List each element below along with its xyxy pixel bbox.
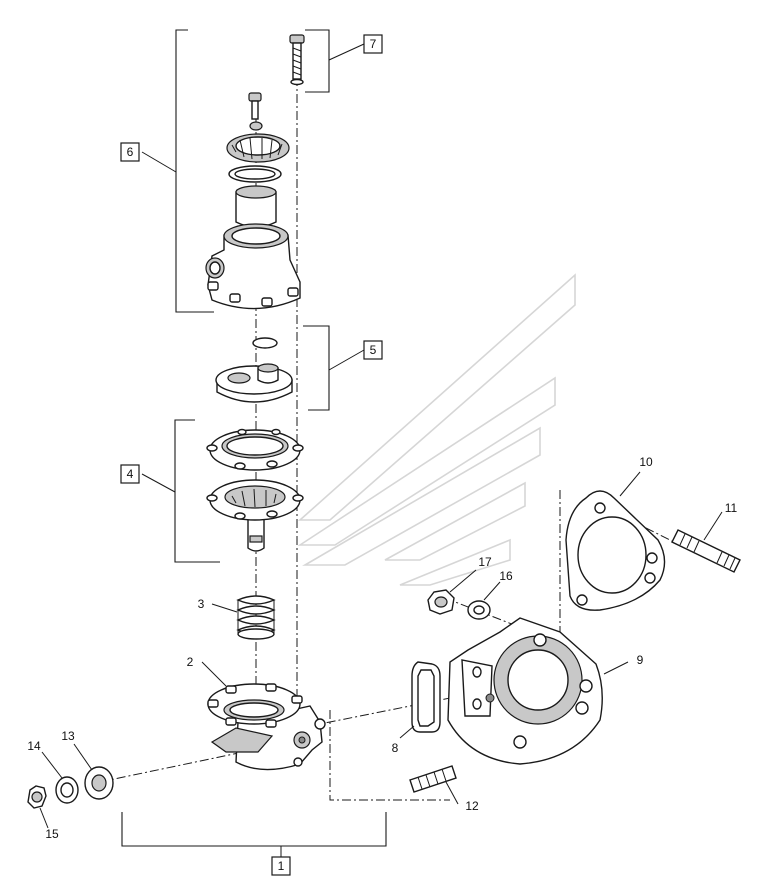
callout-12: 12 xyxy=(465,799,479,813)
callout-6: 6 xyxy=(127,145,134,159)
watermark-logo xyxy=(297,273,576,586)
callout-15: 15 xyxy=(45,827,59,841)
snap-ring xyxy=(252,337,278,349)
part-8-gasket xyxy=(411,661,441,733)
part-3-spring xyxy=(236,595,276,640)
callout-13: 13 xyxy=(61,729,75,743)
bracket-5 xyxy=(303,325,330,411)
part-13-washer xyxy=(84,766,114,800)
stud-axis-line xyxy=(329,710,450,801)
callout-5: 5 xyxy=(370,343,377,357)
small-bolt-head xyxy=(248,92,262,102)
callout-4: 4 xyxy=(127,467,134,481)
part-15-nut xyxy=(27,785,47,809)
callout-11: 11 xyxy=(725,501,738,515)
callout-8: 8 xyxy=(392,741,399,755)
callout-17: 17 xyxy=(478,555,492,569)
bracket-4 xyxy=(174,419,220,563)
part-16-washer xyxy=(467,600,491,620)
part-17-nut xyxy=(427,589,455,615)
part-4-assembly xyxy=(206,428,304,552)
valve-axis-line xyxy=(309,689,491,727)
bracket-1 xyxy=(121,812,387,847)
callout-10: 10 xyxy=(639,455,653,469)
callout-7-box xyxy=(363,34,383,54)
part-6-assembly xyxy=(205,92,301,310)
leader-lines xyxy=(39,43,723,857)
bracket-6 xyxy=(175,29,214,313)
part-5-assembly xyxy=(215,337,293,403)
callouts: 1 2 3 4 5 6 7 8 9 10 11 12 13 14 15 16 1… xyxy=(27,34,738,876)
part-12-stud xyxy=(409,765,457,793)
callout-5-box xyxy=(363,340,383,360)
part-9-flange-housing xyxy=(447,617,603,765)
callout-1-box xyxy=(271,856,291,876)
body-spout xyxy=(210,727,274,753)
callout-2: 2 xyxy=(187,655,194,669)
callout-1: 1 xyxy=(278,859,285,873)
part-11-stud xyxy=(671,529,741,573)
part-14-washer xyxy=(55,776,79,804)
part-7-screw xyxy=(289,34,305,86)
bracket-7 xyxy=(305,29,330,93)
brackets xyxy=(121,29,387,847)
callout-6-box xyxy=(120,142,140,162)
callout-3: 3 xyxy=(198,597,205,611)
callout-7: 7 xyxy=(370,37,377,51)
callout-14: 14 xyxy=(27,739,41,753)
callout-9: 9 xyxy=(637,653,644,667)
part-10-gasket-plate xyxy=(565,490,666,611)
callout-16: 16 xyxy=(499,569,513,583)
callout-4-box xyxy=(120,464,140,484)
part-2-body xyxy=(207,683,326,771)
